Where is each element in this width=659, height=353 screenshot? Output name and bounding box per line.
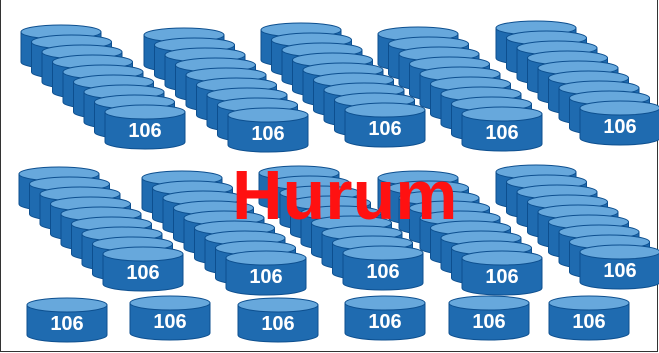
stack-2-cylinder: 106 — [227, 107, 309, 153]
stack-8-cylinder: 106 — [342, 245, 424, 291]
stack-6-cylinder: 106 — [102, 246, 184, 292]
unit-label: 106 — [472, 311, 505, 333]
single-cylinder-6: 106 — [548, 295, 630, 341]
single-cylinder-4: 106 — [344, 295, 426, 341]
unit-label: 106 — [251, 123, 284, 145]
unit-label: 106 — [368, 311, 401, 333]
unit-label: 106 — [603, 116, 636, 138]
unit-label: 106 — [261, 313, 294, 335]
unit-label: 106 — [485, 266, 518, 288]
unit-label: 106 — [153, 311, 186, 333]
stack-4-cylinder: 106 — [461, 106, 543, 152]
single-cylinder-2: 106 — [129, 295, 211, 341]
unit-label: 106 — [603, 260, 636, 282]
single-cylinder-1: 106 — [26, 297, 108, 343]
stack-3-cylinder: 106 — [344, 102, 426, 148]
stack-5-cylinder: 106 — [579, 100, 659, 146]
stack-10-cylinder: 106 — [579, 244, 659, 290]
unit-label: 106 — [126, 262, 159, 284]
unit-label: 106 — [50, 313, 83, 335]
unit-label: 106 — [572, 311, 605, 333]
stack-7-cylinder: 106 — [225, 250, 307, 296]
single-cylinder-5: 106 — [448, 295, 530, 341]
unit-label: 106 — [366, 261, 399, 283]
unit-label: 106 — [249, 266, 282, 288]
stack-9-cylinder: 106 — [461, 250, 543, 296]
unit-label: 106 — [368, 118, 401, 140]
overlay-title: Hurum — [232, 156, 458, 234]
unit-label: 106 — [128, 120, 161, 142]
single-cylinder-3: 106 — [237, 297, 319, 343]
stack-1-cylinder: 106 — [104, 104, 186, 150]
unit-label: 106 — [485, 122, 518, 144]
